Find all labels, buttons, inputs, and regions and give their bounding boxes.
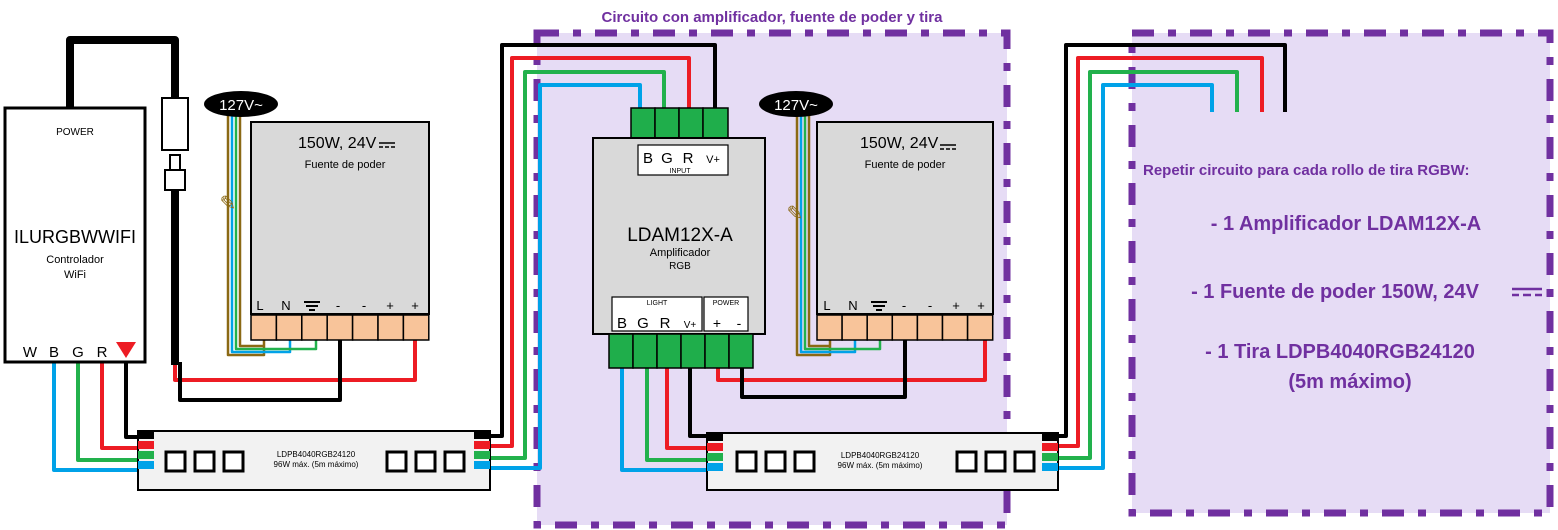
svg-text:127V~: 127V~ — [774, 97, 818, 114]
repeat-heading: Repetir circuito para cada rollo de tira… — [1143, 162, 1469, 179]
svg-text:G: G — [637, 315, 649, 332]
svg-text:+: + — [713, 315, 721, 331]
amp-input-connector — [630, 107, 729, 139]
wire-green-controller — [76, 362, 140, 462]
repeat-item-strip: - 1 Tira LDPB4040RGB24120 — [1205, 341, 1475, 363]
voltage-badge-1-text: 127V~ — [219, 97, 263, 114]
svg-text:Fuente de poder: Fuente de poder — [865, 159, 946, 171]
controller-negative-arrow-icon — [116, 342, 136, 358]
psu1-terminal-block — [250, 314, 430, 341]
power-plug-icon — [161, 97, 189, 191]
amp-model: LDAM12X-A — [627, 225, 733, 246]
wire-blue-controller — [52, 362, 140, 472]
amplifier: B G R V+ INPUT LDAM12X-A Amplificador RG… — [592, 107, 766, 369]
svg-text:RGB: RGB — [669, 261, 691, 272]
svg-text:LDPB4040RGB24120: LDPB4040RGB24120 — [841, 451, 920, 460]
svg-text:+: + — [411, 298, 419, 313]
led-strip-1: LDPB4040RGB24120 96W máx. (5m máximo) — [137, 430, 491, 491]
wires — [52, 36, 1287, 472]
svg-text:N: N — [281, 298, 290, 313]
controller-model: ILURGBWWIFI — [14, 227, 136, 247]
svg-text:V+: V+ — [684, 320, 697, 331]
svg-text:-: - — [737, 315, 742, 331]
repeat-circuit-panel — [1128, 29, 1554, 517]
power-supply-2: 127V~ ✎ 150W, 24V Fuente de poder L N - … — [759, 91, 994, 341]
dc-symbol-icon — [379, 142, 395, 148]
controller-pin-b: B — [49, 344, 59, 361]
svg-text:-: - — [362, 298, 366, 313]
dc-symbol-icon — [1512, 287, 1542, 297]
switch-icon: ✎ — [787, 203, 804, 225]
repeat-item-amplifier: - 1 Amplificador LDAM12X-A — [1211, 213, 1481, 235]
repeat-note: Repetir circuito para cada rollo de tira… — [1143, 162, 1542, 393]
led-strip-2: LDPB4040RGB24120 96W máx. (5m máximo) — [706, 432, 1059, 491]
svg-text:V+: V+ — [706, 154, 720, 166]
dc-symbol-icon — [940, 144, 956, 150]
led-chip-icon — [164, 450, 466, 473]
svg-text:+: + — [386, 298, 394, 313]
controller-name-line1: Controlador — [46, 254, 104, 266]
svg-text:G: G — [661, 150, 673, 167]
svg-text:L: L — [256, 298, 263, 313]
controller-pin-w: W — [23, 344, 38, 361]
section-title: Circuito con amplificador, fuente de pod… — [602, 9, 944, 26]
psu2-terminal-block — [816, 314, 994, 341]
svg-text:POWER: POWER — [713, 300, 739, 307]
svg-text:96W máx. (5m máximo): 96W máx. (5m máximo) — [838, 461, 923, 470]
wire-black-psu1 — [178, 340, 342, 402]
svg-text:-: - — [336, 298, 340, 313]
svg-text:LIGHT: LIGHT — [647, 300, 668, 307]
psu2-rating: 150W, 24V — [860, 135, 939, 152]
repeat-item-psu: - 1 Fuente de poder 150W, 24V — [1191, 281, 1480, 303]
svg-text:+: + — [977, 298, 985, 313]
svg-text:L: L — [823, 298, 830, 313]
svg-text:LDPB4040RGB24120: LDPB4040RGB24120 — [277, 450, 356, 459]
power-supply-1: 127V~ ✎ 150W, 24V Fuente de poder L N - … — [204, 91, 430, 341]
svg-text:-: - — [902, 298, 906, 313]
svg-text:B: B — [643, 150, 653, 167]
svg-text:B: B — [617, 315, 627, 332]
wire-red-psu1 — [173, 340, 417, 382]
wire-black-controller — [124, 362, 140, 439]
switch-icon: ✎ — [220, 193, 237, 215]
led-chip-icon — [735, 450, 1036, 473]
svg-text:R: R — [683, 150, 694, 167]
voltage-badge-1 — [204, 91, 278, 117]
controller-power-label: POWER — [56, 127, 94, 138]
svg-text:INPUT: INPUT — [670, 168, 692, 175]
svg-text:R: R — [660, 315, 671, 332]
ground-icon — [304, 301, 320, 311]
voltage-badge-2 — [759, 91, 833, 117]
svg-text:+: + — [952, 298, 960, 313]
psu1-name: Fuente de poder — [305, 159, 386, 171]
svg-text:N: N — [848, 298, 857, 313]
svg-text:-: - — [928, 298, 932, 313]
ground-icon — [871, 301, 887, 311]
wifi-controller: POWER ILURGBWWIFI Controlador WiFi W B G… — [3, 106, 147, 364]
controller-pin-r: R — [97, 344, 108, 361]
amp-output-connector — [608, 333, 754, 369]
controller-power-cable — [66, 36, 179, 108]
wire-red-controller — [100, 362, 140, 450]
controller-name-line2: WiFi — [64, 269, 86, 281]
psu1-rating: 150W, 24V — [298, 135, 377, 152]
svg-text:Amplificador: Amplificador — [650, 247, 711, 259]
svg-text:96W máx. (5m máximo): 96W máx. (5m máximo) — [274, 460, 359, 469]
repeat-item-strip-note: (5m máximo) — [1288, 371, 1411, 393]
controller-pin-g: G — [72, 344, 84, 361]
